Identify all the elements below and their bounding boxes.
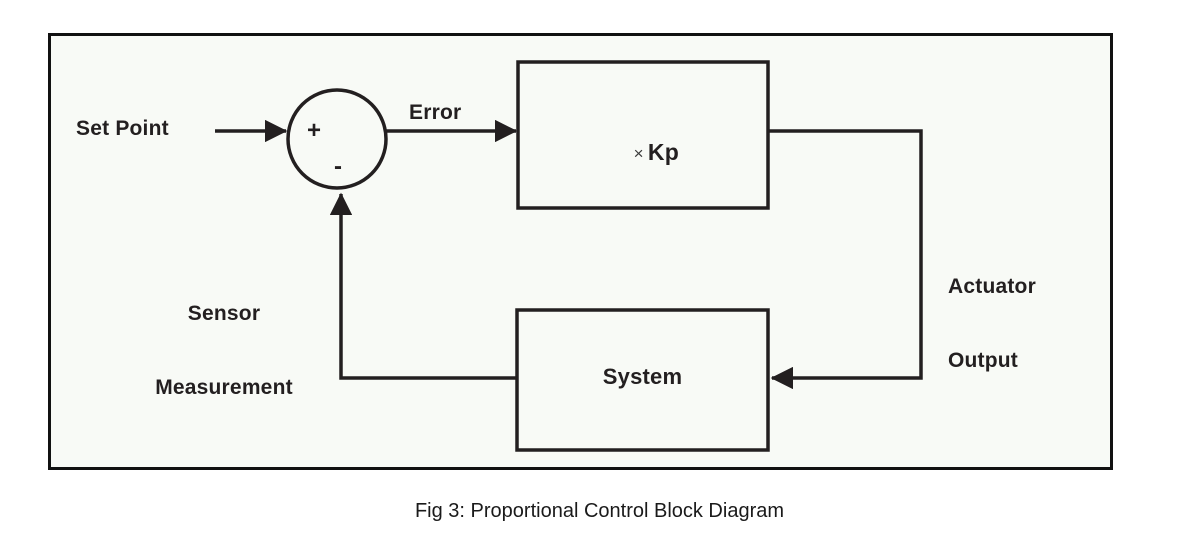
error-label: Error xyxy=(409,101,462,124)
plus-sign: + xyxy=(307,117,322,144)
set-point-label: Set Point xyxy=(76,117,169,140)
actuator-output-line2: Output xyxy=(948,348,1019,372)
minus-sign: - xyxy=(334,153,342,180)
sensor-measurement-label: Sensor Measurement xyxy=(124,252,324,450)
figure-caption: Fig 3: Proportional Control Block Diagra… xyxy=(414,500,785,522)
sensor-measurement-line1: Sensor xyxy=(187,301,261,325)
actuator-output-label: Actuator Output xyxy=(948,225,1036,423)
actuator-output-line1: Actuator xyxy=(948,274,1036,298)
gain-block-label: ×Kp xyxy=(518,112,768,193)
system-block-label: System xyxy=(602,364,683,389)
multiply-icon: × xyxy=(633,144,644,164)
sensor-measurement-line2: Measurement xyxy=(155,375,293,399)
gain-name: Kp xyxy=(647,139,680,166)
